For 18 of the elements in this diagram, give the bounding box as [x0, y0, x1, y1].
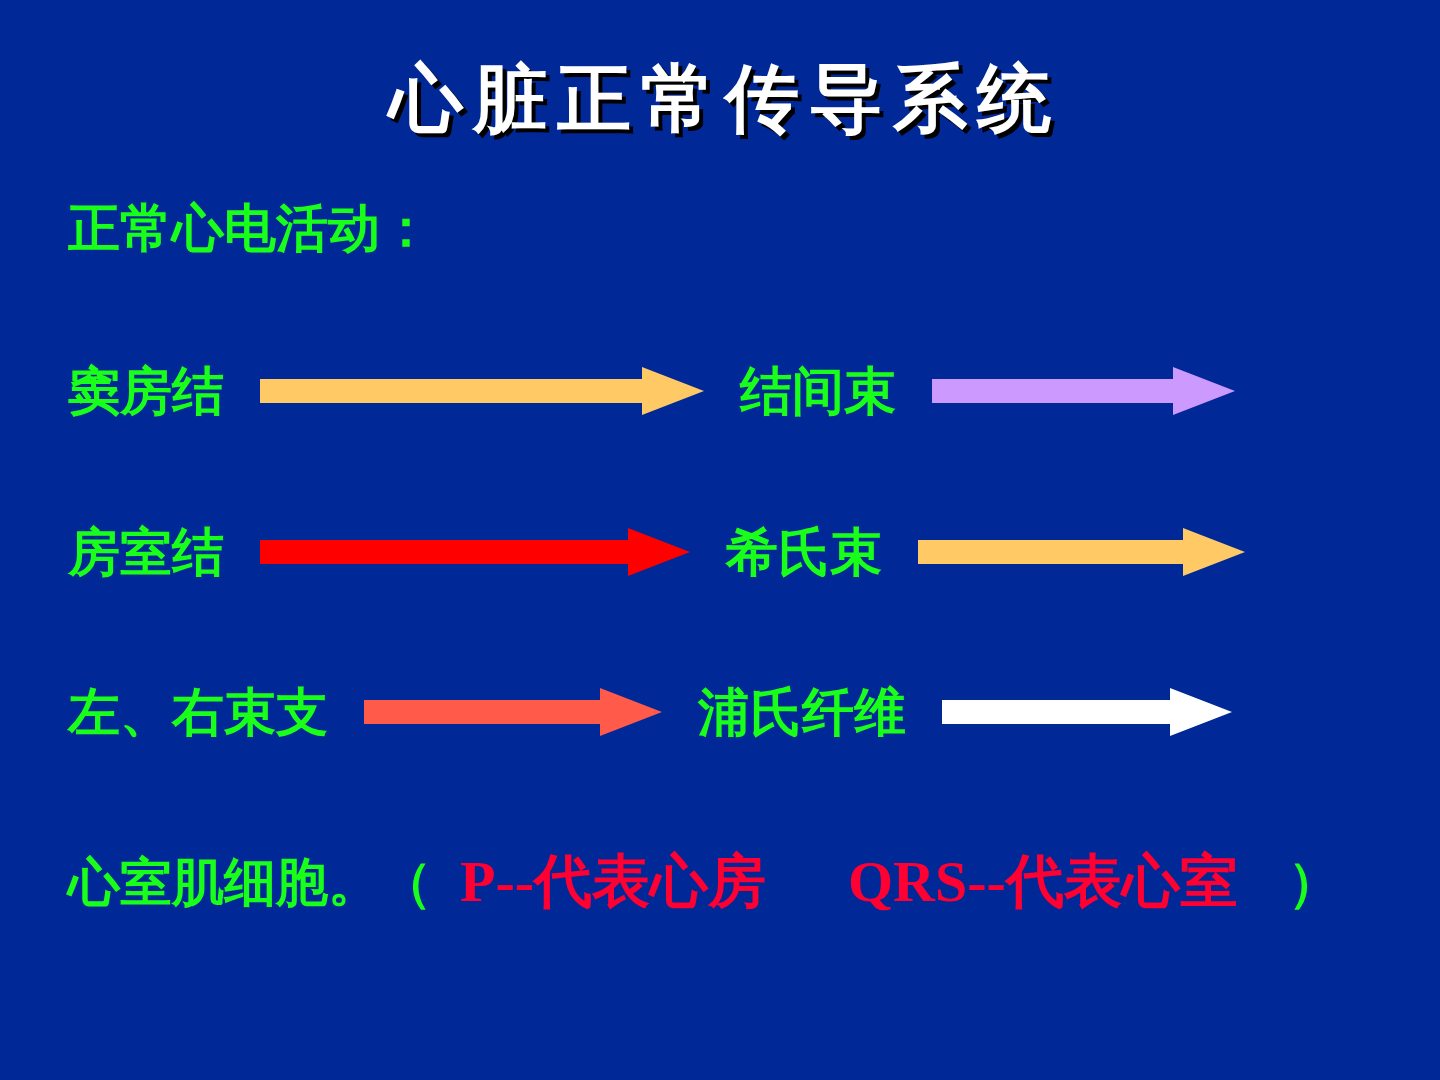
- block-arrow: [932, 367, 1235, 415]
- block-arrow: [942, 688, 1232, 736]
- note-text: 心室肌细胞。（: [68, 850, 432, 914]
- block-arrow: [918, 528, 1245, 576]
- flow-step-label: 房室结: [68, 520, 224, 584]
- flow-step-label: 结间束: [740, 359, 896, 423]
- section-heading: 正常心电活动：: [68, 196, 432, 260]
- block-arrow: [260, 367, 704, 415]
- flow-step-label: 窦房结: [68, 359, 224, 423]
- annotation-text: P--代表心房: [460, 848, 767, 917]
- flow-step-label: 浦氏纤维: [698, 680, 906, 744]
- flow-step-label: 左、右束支: [68, 680, 328, 744]
- block-arrow: [260, 528, 690, 576]
- annotation-text: QRS--代表心室: [848, 848, 1238, 917]
- title: 心脏正常传导系统: [379, 56, 1061, 142]
- note-text: ）: [1288, 850, 1340, 914]
- block-arrow: [364, 688, 662, 736]
- flow-step-label: 希氏束: [726, 520, 882, 584]
